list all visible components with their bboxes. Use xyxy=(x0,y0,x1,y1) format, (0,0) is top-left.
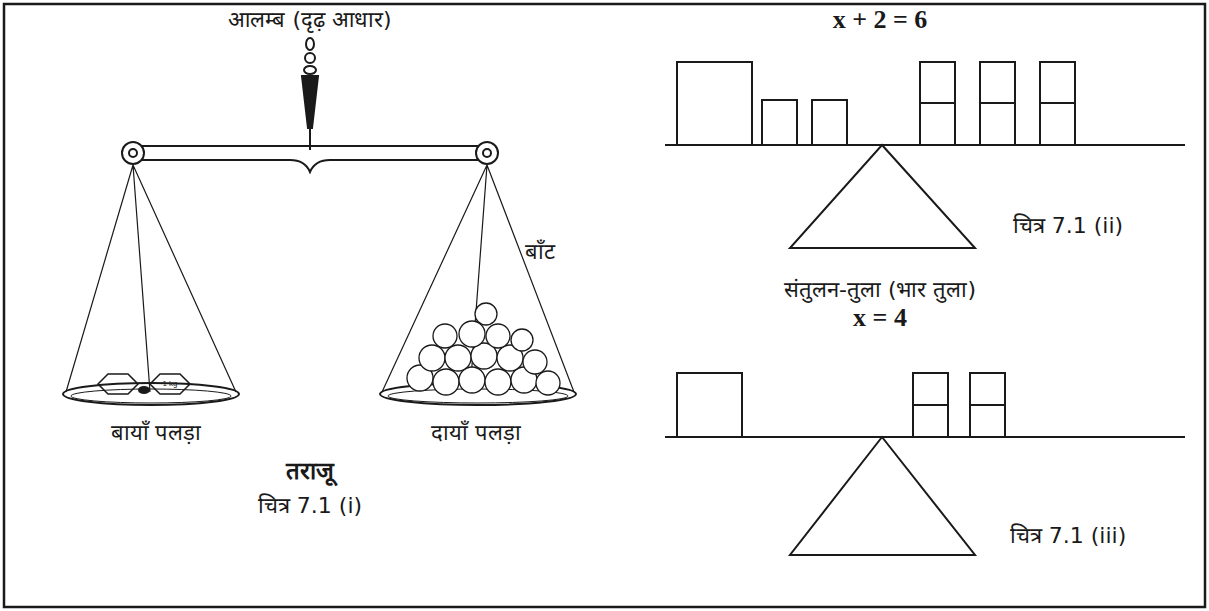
weight-label: बाँट xyxy=(525,239,555,265)
equation-label: x + 2 = 6 xyxy=(833,4,928,35)
figure-caption: चित्र 7.1 (i) xyxy=(258,493,362,519)
pan-label: बायाँ पलड़ा xyxy=(111,420,202,446)
fulcrum-label: आलम्ब (दृढ़ आधार) xyxy=(228,7,391,33)
figure-caption: चित्र 7.1 (iii) xyxy=(1010,523,1126,549)
scale-title: तराजू xyxy=(286,457,334,486)
equation-label: x = 4 xyxy=(853,302,907,333)
weight-mark: 1 kg xyxy=(162,379,177,389)
figure-caption: चित्र 7.1 (ii) xyxy=(1013,213,1123,239)
pan-label: दायाँ पलड़ा xyxy=(431,420,521,446)
scale-name: संतुलन-तुला (भार तुला) xyxy=(784,277,976,303)
